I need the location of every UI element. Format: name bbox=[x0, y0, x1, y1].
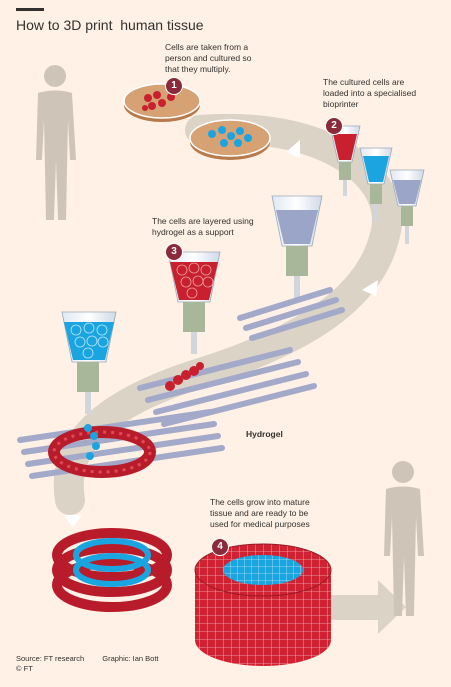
credits: Source: FT research Graphic: Ian Bott © F… bbox=[16, 654, 159, 674]
source-credit: Source: FT research bbox=[16, 654, 85, 663]
output-arrow bbox=[320, 580, 406, 634]
person-silhouette-left bbox=[36, 65, 76, 220]
nozzle-red bbox=[167, 251, 221, 354]
petri-dish-1 bbox=[123, 83, 201, 122]
cartridge-gel bbox=[389, 169, 425, 244]
step-3-caption: The cells are layered using hydrogel as … bbox=[152, 216, 254, 237]
nozzle-gel bbox=[271, 195, 323, 298]
stacked-layers bbox=[52, 528, 172, 612]
cartridge-red bbox=[329, 125, 361, 196]
step-1-caption: Cells are taken from a person and cultur… bbox=[165, 42, 252, 74]
cartridge-blue bbox=[359, 147, 393, 222]
step-2-badge: 2 bbox=[325, 117, 343, 135]
copyright: © FT bbox=[16, 664, 33, 673]
path-arrow-3 bbox=[64, 515, 82, 528]
nozzle-blue bbox=[61, 311, 117, 414]
step-3-badge: 3 bbox=[165, 243, 183, 261]
step-4-badge: 4 bbox=[211, 538, 229, 556]
tissue-cylinder bbox=[194, 543, 332, 666]
cell-ring bbox=[48, 424, 156, 478]
red-cell-arc bbox=[165, 362, 204, 391]
step-2-caption: The cultured cells are loaded into a spe… bbox=[323, 77, 417, 109]
path-arrow-2 bbox=[362, 280, 378, 296]
gel-strands-upper bbox=[237, 287, 345, 341]
petri-dish-2 bbox=[189, 119, 271, 160]
process-path bbox=[53, 113, 402, 515]
page-title: How to 3D print human tissue bbox=[16, 17, 204, 33]
path-arrow-1 bbox=[286, 140, 300, 158]
title-rule bbox=[16, 8, 44, 11]
person-silhouette-right bbox=[384, 461, 424, 616]
step-1-badge: 1 bbox=[165, 77, 183, 95]
graphic-credit: Graphic: Ian Bott bbox=[102, 654, 159, 663]
step-4-caption: The cells grow into mature tissue and ar… bbox=[210, 497, 310, 529]
hydrogel-label: Hydrogel bbox=[246, 429, 283, 439]
